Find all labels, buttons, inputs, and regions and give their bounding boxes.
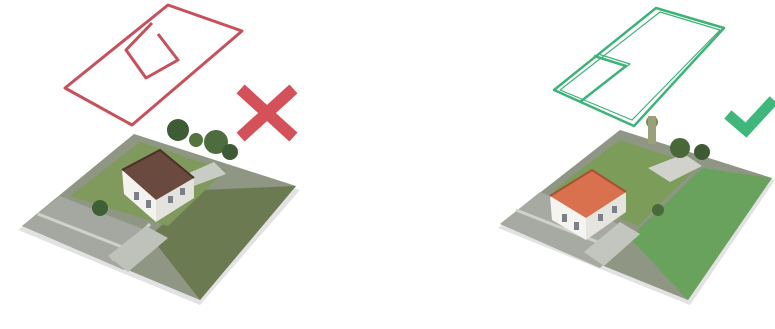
site-model-incorrect (18, 119, 300, 305)
checkmark-icon (732, 104, 770, 130)
plot-outline-correct (554, 8, 724, 126)
cross-icon (245, 93, 289, 133)
incorrect-example (0, 0, 390, 329)
plot-outline-incorrect (65, 5, 242, 125)
incorrect-illustration (0, 0, 390, 329)
correct-example (470, 0, 775, 329)
site-model-correct (498, 116, 775, 305)
correct-illustration (470, 0, 775, 329)
